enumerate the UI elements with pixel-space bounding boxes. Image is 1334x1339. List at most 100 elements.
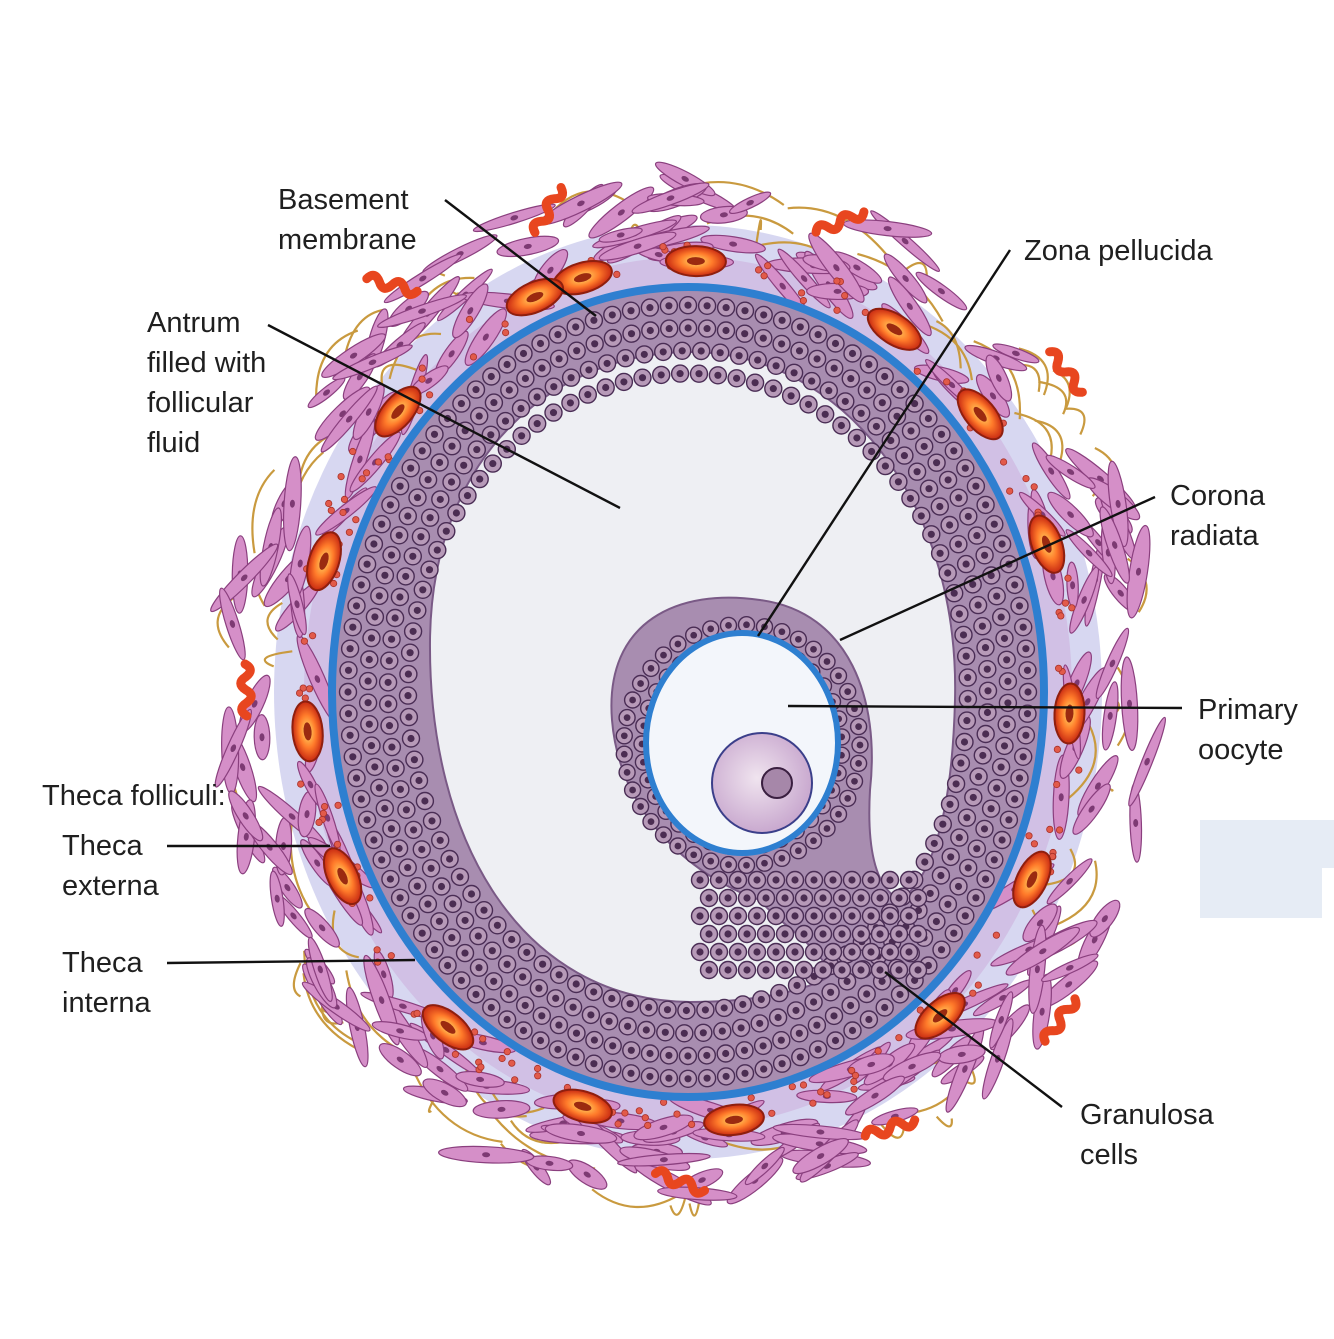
granulosa-cell	[631, 797, 650, 816]
granulosa-cell	[731, 1018, 751, 1038]
blood-cell	[337, 472, 345, 481]
granulosa-nucleus	[856, 741, 864, 749]
granulosa-nucleus	[538, 364, 546, 372]
theca-cell-nucleus	[1085, 549, 1093, 557]
granulosa-nucleus	[535, 984, 543, 992]
granulosa-nucleus	[410, 826, 418, 834]
theca-cell-nucleus	[761, 1162, 769, 1170]
theca-cell-nucleus	[284, 884, 291, 892]
granulosa-nucleus	[472, 990, 480, 998]
granulosa-cell	[512, 426, 531, 445]
granulosa-cell	[756, 888, 776, 908]
granulosa-nucleus	[914, 894, 922, 902]
granulosa-cell	[790, 341, 809, 360]
granulosa-cell	[766, 942, 786, 962]
granulosa-cell	[584, 982, 603, 1002]
granulosa-cell	[950, 828, 969, 847]
vessel-lumen	[573, 273, 592, 283]
granulosa-cell	[772, 311, 792, 330]
granulosa-nucleus	[697, 347, 705, 355]
granulosa-cell	[432, 877, 451, 896]
theca-cell	[808, 232, 865, 303]
granulosa-nucleus	[590, 988, 598, 996]
blood-vessel	[1028, 514, 1066, 574]
granulosa-cell	[861, 942, 881, 962]
granulosa-nucleus	[741, 330, 749, 338]
granulosa-cell	[1010, 596, 1029, 616]
granulosa-nucleus	[363, 816, 371, 824]
granulosa-nucleus	[424, 476, 432, 484]
granulosa-nucleus	[657, 371, 665, 379]
granulosa-nucleus	[402, 806, 410, 814]
granulosa-nucleus	[1011, 795, 1019, 803]
theca-cell	[1066, 561, 1079, 610]
granulosa-nucleus	[536, 1036, 545, 1045]
blood-vessel	[1053, 682, 1086, 745]
granulosa-cell	[804, 870, 824, 890]
granulosa-nucleus	[865, 1015, 873, 1024]
connective-fiber	[263, 650, 293, 668]
granulosa-nucleus	[407, 464, 415, 472]
blood-cell	[501, 328, 510, 337]
blood-cell	[479, 1035, 487, 1043]
theca-cell-nucleus	[482, 1152, 491, 1158]
granulosa-nucleus	[743, 861, 750, 869]
granulosa-cell	[944, 924, 963, 943]
granulosa-nucleus	[539, 960, 547, 968]
theca-cell-nucleus	[381, 970, 387, 979]
granulosa-cell	[415, 791, 435, 811]
theca-cell	[1120, 656, 1139, 752]
granulosa-nucleus	[990, 520, 998, 528]
granulosa-cell	[659, 1046, 679, 1065]
granulosa-cell	[455, 911, 475, 930]
theca-cell-nucleus	[577, 200, 585, 207]
granulosa-cell	[870, 960, 890, 980]
theca-cell-nucleus	[1065, 981, 1073, 988]
granulosa-cell	[382, 737, 402, 757]
granulosa-nucleus	[760, 311, 768, 319]
granulosa-nucleus	[876, 894, 884, 902]
granulosa-nucleus	[624, 1022, 632, 1030]
granulosa-nucleus	[715, 948, 723, 956]
granulosa-nucleus	[646, 326, 654, 335]
theca-cell	[915, 271, 968, 311]
granulosa-cell	[365, 757, 384, 777]
granulosa-cell	[889, 888, 909, 908]
granulosa-cell	[620, 994, 640, 1013]
granulosa-nucleus	[707, 625, 715, 633]
granulosa-cell	[748, 350, 767, 370]
granulosa-cell	[995, 629, 1014, 648]
granulosa-nucleus	[590, 1060, 598, 1068]
granulosa-cell	[790, 1024, 809, 1043]
granulosa-nucleus	[944, 476, 952, 484]
granulosa-nucleus	[480, 906, 488, 914]
vessel-lumen	[337, 867, 348, 885]
granulosa-cell	[690, 870, 710, 890]
blood-cell	[511, 1076, 519, 1084]
granulosa-nucleus	[851, 777, 858, 785]
granulosa-nucleus	[623, 769, 631, 776]
granulosa-cell	[829, 667, 848, 685]
granulosa-nucleus	[792, 1006, 800, 1014]
granulosa-cell	[382, 545, 401, 565]
granulosa-nucleus	[419, 586, 427, 594]
granulosa-nucleus	[415, 776, 423, 785]
granulosa-nucleus	[605, 1017, 613, 1025]
theca-cell-nucleus	[547, 266, 554, 274]
granulosa-cell	[804, 906, 824, 926]
granulosa-cell	[567, 341, 586, 360]
granulosa-cell	[941, 847, 960, 867]
granulosa-nucleus	[626, 1000, 634, 1008]
theca-interna-leader	[166, 958, 416, 965]
granulosa-nucleus	[957, 759, 965, 767]
granulosa-cell	[799, 395, 818, 414]
granulosa-nucleus	[395, 531, 403, 539]
granulosa-nucleus	[435, 917, 443, 925]
label-theca-interna: Theca interna	[62, 947, 151, 1019]
granulosa-cell	[791, 1047, 810, 1067]
granulosa-nucleus	[733, 374, 741, 382]
granulosa-cell	[618, 763, 636, 782]
granulosa-nucleus	[741, 1069, 749, 1077]
granulosa-nucleus	[442, 527, 450, 535]
theca-cell-nucleus	[323, 389, 330, 396]
